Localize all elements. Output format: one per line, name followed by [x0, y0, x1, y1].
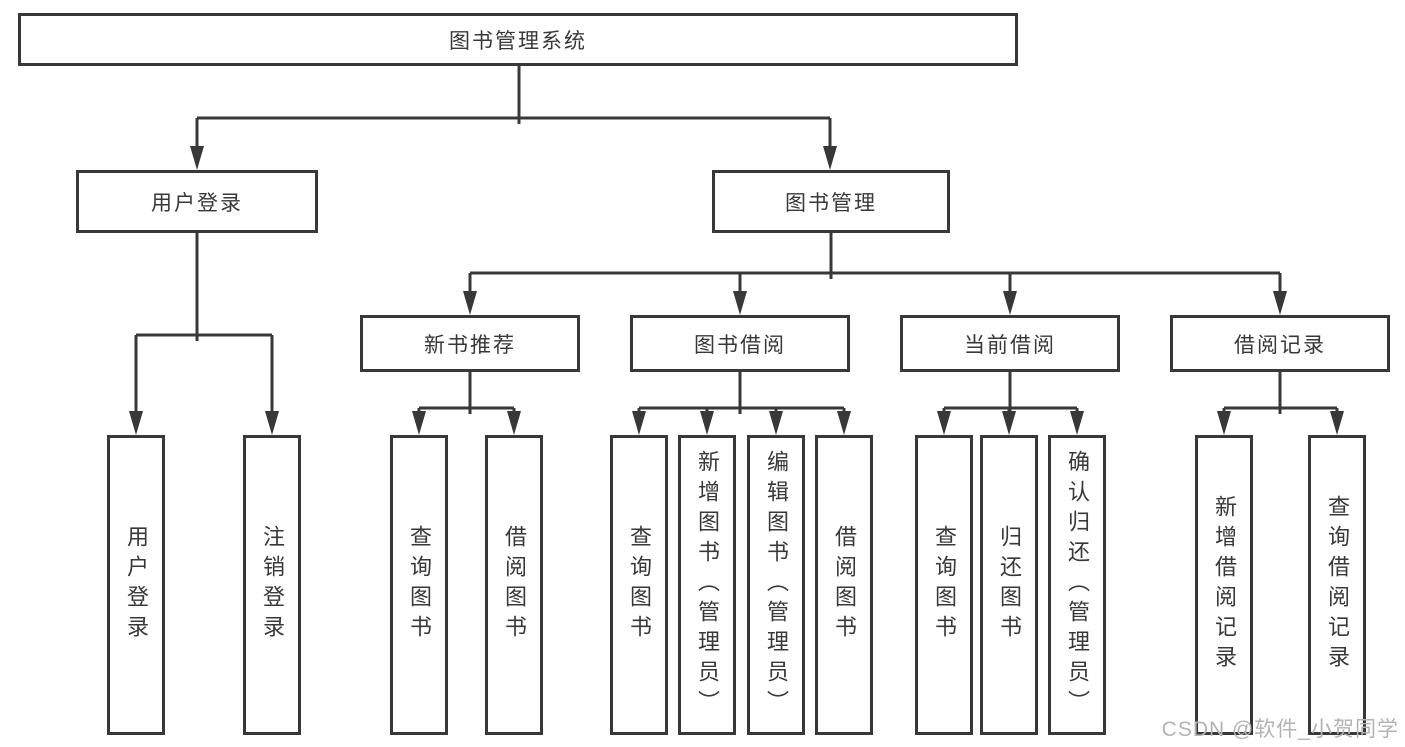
leaf-edit-books-admin: 编辑图书（管理员） — [747, 435, 805, 735]
leaf-query-books-current-label: 查询图书 — [932, 525, 957, 645]
node-current-borrowing: 当前借阅 — [900, 315, 1120, 372]
leaf-edit-books-admin-label: 编辑图书（管理员） — [764, 450, 789, 720]
leaf-query-books-borrowing-label: 查询图书 — [627, 525, 652, 645]
leaf-query-borrow-record: 查询借阅记录 — [1308, 435, 1366, 735]
leaf-add-borrow-record-label: 新增借阅记录 — [1212, 495, 1237, 675]
leaf-query-books-borrowing: 查询图书 — [610, 435, 668, 735]
leaf-query-books-current: 查询图书 — [915, 435, 973, 735]
leaf-logout-label: 注销登录 — [260, 525, 285, 645]
leaf-user-login: 用户登录 — [107, 435, 165, 735]
leaf-add-books-admin-label: 新增图书（管理员） — [695, 450, 720, 720]
leaf-borrow-books-recommend: 借阅图书 — [485, 435, 543, 735]
leaf-borrow-books: 借阅图书 — [815, 435, 873, 735]
leaf-confirm-return-admin-label: 确认归还（管理员） — [1065, 450, 1090, 720]
leaf-borrow-books-recommend-label: 借阅图书 — [502, 525, 527, 645]
node-book-borrowing: 图书借阅 — [630, 315, 850, 372]
node-new-book-recommendation: 新书推荐 — [360, 315, 580, 372]
leaf-borrow-books-label: 借阅图书 — [832, 525, 857, 645]
leaf-query-books-recommend-label: 查询图书 — [407, 525, 432, 645]
csdn-watermark: CSDN @软件_小贺同学 — [1161, 718, 1399, 741]
node-book-management: 图书管理 — [712, 170, 950, 233]
leaf-query-borrow-record-label: 查询借阅记录 — [1325, 495, 1350, 675]
node-library-management-system: 图书管理系统 — [18, 13, 1018, 66]
leaf-query-books-recommend: 查询图书 — [390, 435, 448, 735]
leaf-confirm-return-admin: 确认归还（管理员） — [1048, 435, 1106, 735]
leaf-return-books: 归还图书 — [980, 435, 1038, 735]
node-borrowing-records: 借阅记录 — [1170, 315, 1390, 372]
node-user-login: 用户登录 — [76, 170, 318, 233]
leaf-return-books-label: 归还图书 — [997, 525, 1022, 645]
leaf-add-borrow-record: 新增借阅记录 — [1195, 435, 1253, 735]
leaf-logout: 注销登录 — [243, 435, 301, 735]
leaf-add-books-admin: 新增图书（管理员） — [678, 435, 736, 735]
leaf-user-login-label: 用户登录 — [124, 525, 149, 645]
